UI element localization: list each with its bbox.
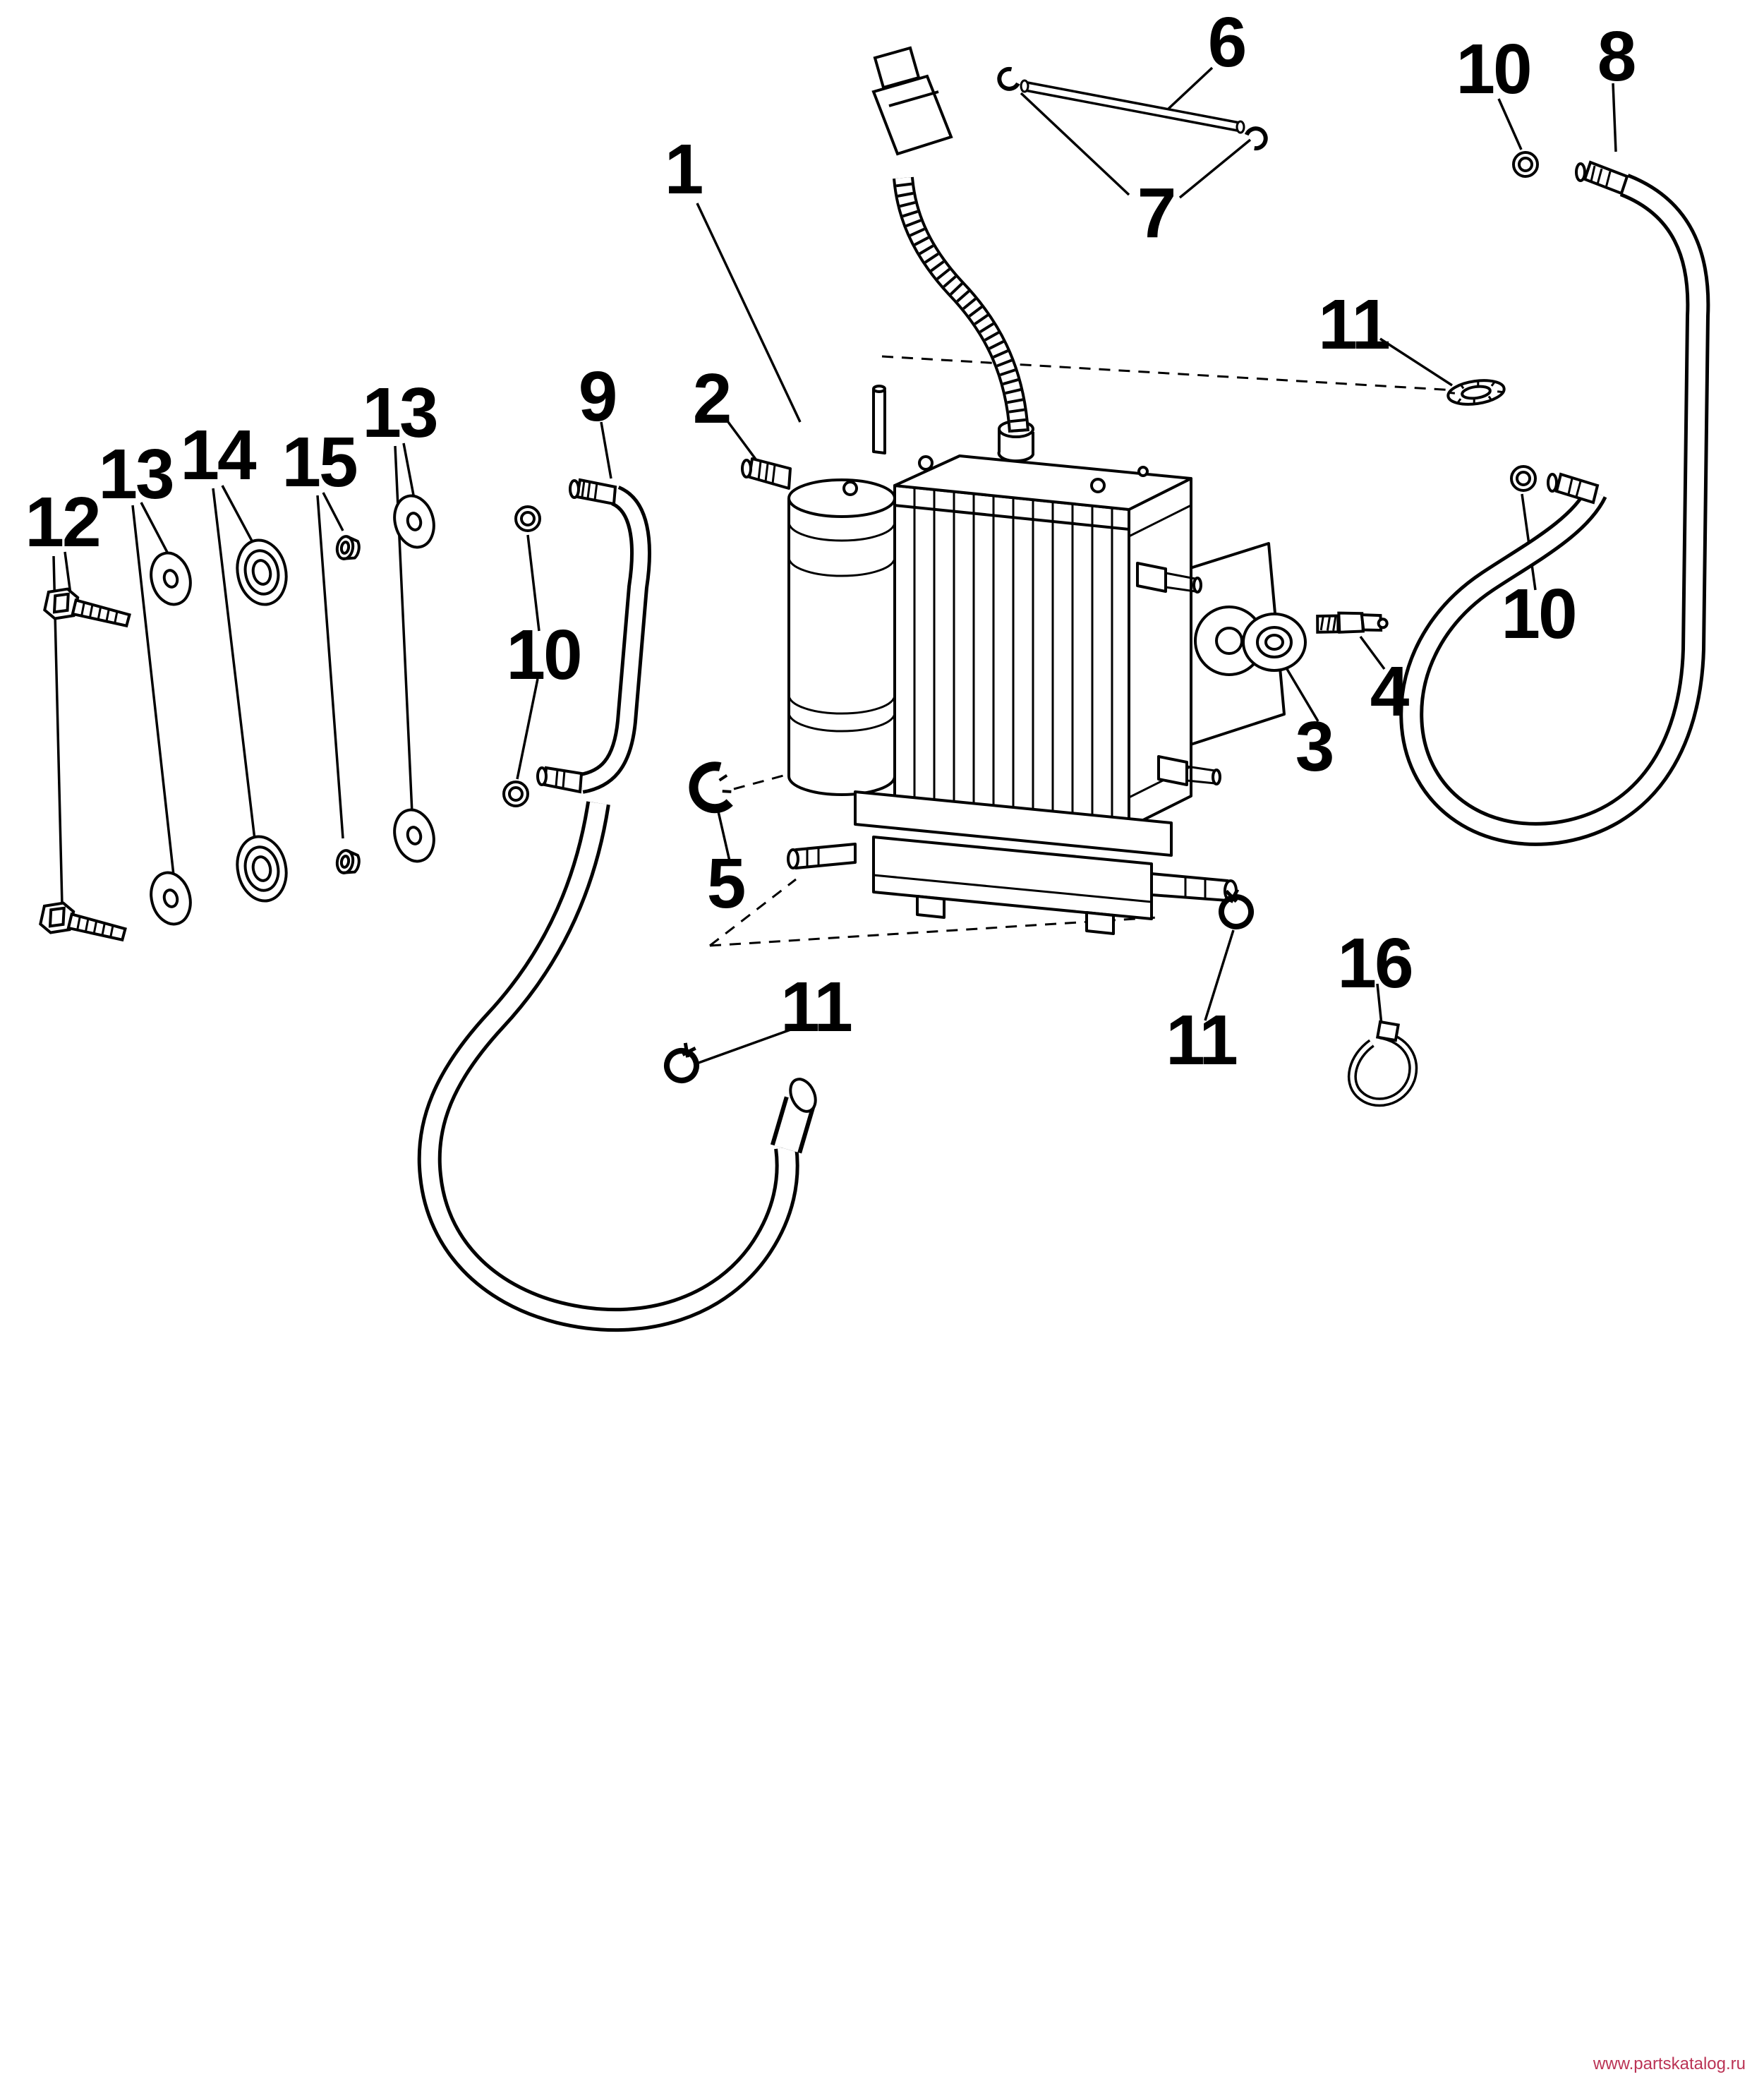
bolt-drawing <box>42 584 133 630</box>
seal-grommet-drawing <box>1242 613 1307 672</box>
bolt-drawing <box>37 898 129 944</box>
seal-ring-drawing <box>1445 375 1507 409</box>
bushing-drawing <box>334 848 363 877</box>
wiring-harness-drawing <box>871 46 1029 433</box>
tube-drawing <box>1020 79 1245 134</box>
short-hose-drawing <box>536 478 651 794</box>
sensor-drawing <box>1316 611 1389 634</box>
rubber-grommet-drawing <box>230 534 294 611</box>
washer-drawing <box>387 804 441 867</box>
right-hose-drawing <box>1399 160 1710 846</box>
cable-tie-drawing <box>1347 1020 1418 1107</box>
pump-assembly-drawing <box>741 385 1286 935</box>
washer-drawing <box>144 547 198 610</box>
leader-lines <box>52 66 1617 1064</box>
watermark-text: www.partskatalog.ru <box>1593 2054 1746 2073</box>
e-ring-drawing <box>689 763 735 813</box>
bushing-drawing <box>334 534 363 563</box>
washer-drawing <box>144 867 198 930</box>
long-hose-drawing <box>417 801 817 1332</box>
hose-clamp-drawings <box>663 886 1255 1085</box>
rubber-grommet-drawing <box>230 830 294 908</box>
